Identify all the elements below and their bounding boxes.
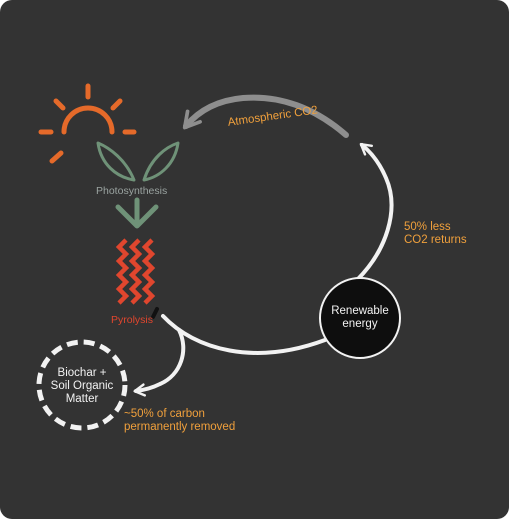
renewable-energy-line2: energy [342,318,378,331]
biochar-node [36,339,128,431]
biochar-line3: Matter [65,393,99,406]
less-returns-line2: CO2 returns [404,234,467,247]
carbon-removed-line2: permanently removed [124,421,236,434]
less-returns-line1: 50% less [404,221,451,233]
pyrolysis-label: Pyrolysis [111,314,154,326]
pyrolysis-mark [151,307,159,319]
renewable-energy-line1: Renewable [331,305,389,317]
biochar-label: Biochar + Soil Organic Matter [37,367,127,407]
biochar-arrow [133,328,186,397]
photosynthesis-label: Photosynthesis [96,185,168,197]
renewable-return-arrow [355,142,394,282]
pyrolysis-to-energy-arc [161,314,327,355]
renewable-energy-node [319,277,401,359]
biochar-line1: Biochar + [57,367,107,379]
less-returns-label: 50% less CO2 returns [404,221,467,247]
carbon-removed-line1: ~50% of carbon [124,408,205,420]
carbon-removed-label: ~50% of carbon permanently removed [124,408,235,434]
renewable-energy-label: Renewable energy [320,305,400,331]
down-arrow-icon [115,197,159,229]
sun-icon [38,83,137,164]
biochar-line2: Soil Organic [50,380,114,393]
leaf-icon [96,141,180,182]
atmospheric-arrow [182,94,349,138]
flame-zigzag-icon [115,238,156,305]
